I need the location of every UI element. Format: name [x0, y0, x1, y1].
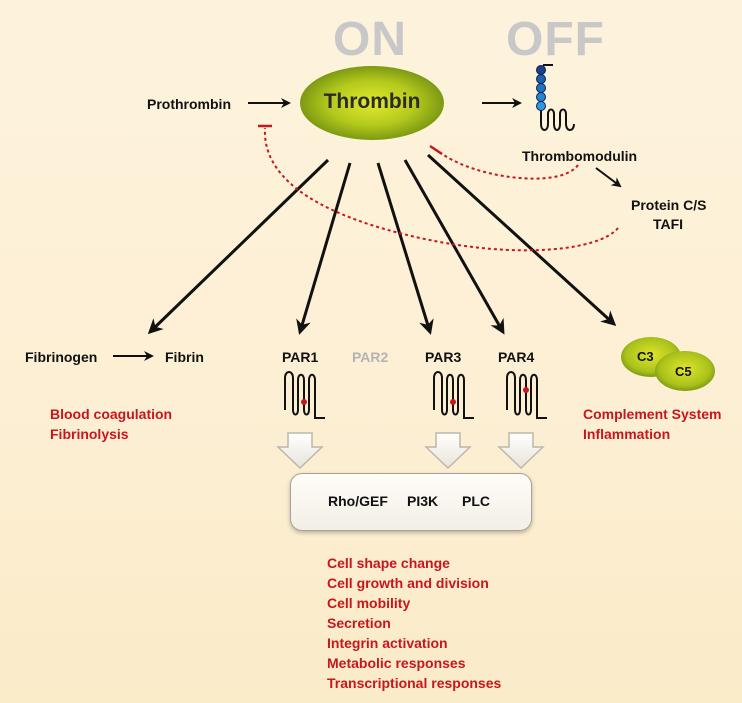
tm-transmembrane-loops — [540, 108, 575, 131]
par3-hollow-arrow — [424, 432, 472, 470]
signal-hollow-arrows — [276, 432, 545, 470]
signal-rho-gef: Rho/GEF — [328, 493, 388, 509]
cell-response-7: Transcriptional responses — [327, 675, 502, 691]
arrow-to-par1 — [296, 162, 352, 335]
thrombin-target-arrows — [147, 153, 617, 335]
c5-node — [655, 351, 715, 391]
fibrinogen-label: Fibrinogen — [25, 349, 98, 365]
par3-receptor-icon — [433, 371, 474, 419]
cell-response-1: Cell shape change — [327, 555, 450, 571]
thrombomodulin-label: Thrombomodulin — [522, 148, 638, 164]
thrombin-node — [300, 66, 444, 140]
tafi-label: TAFI — [653, 216, 684, 232]
cell-response-3: Cell mobility — [327, 595, 411, 611]
coag-outcome-1: Blood coagulation — [50, 406, 173, 422]
par4-hollow-arrow — [497, 432, 545, 470]
tafi-inhibition-line — [263, 127, 619, 252]
par2-label: PAR2 — [352, 349, 389, 365]
tm-bead — [536, 74, 546, 84]
arrow-to-par4 — [403, 159, 505, 335]
par3-label: PAR3 — [425, 349, 462, 365]
cell-response-2: Cell growth and division — [327, 575, 489, 591]
protein-cs-arrow — [595, 167, 622, 188]
arrow-to-complement — [426, 153, 617, 327]
signal-pi3k: PI3K — [407, 493, 439, 509]
tm-bead — [536, 101, 546, 111]
off-label: OFF — [506, 13, 605, 66]
cell-response-6: Metabolic responses — [327, 655, 466, 671]
coag-outcome-2: Fibrinolysis — [50, 426, 129, 442]
tm-bead — [536, 92, 546, 102]
tm-bead — [536, 83, 546, 93]
c3-label: C3 — [637, 349, 654, 364]
complement-outcome-1: Complement System — [583, 406, 722, 422]
signal-plc: PLC — [462, 493, 490, 509]
protein-cs-label: Protein C/S — [631, 197, 707, 213]
par4-label: PAR4 — [498, 349, 535, 365]
signaling-box — [290, 473, 532, 531]
on-label: ON — [333, 13, 407, 66]
c5-label: C5 — [675, 364, 692, 379]
thrombin-label: Thrombin — [323, 90, 421, 113]
thrombomodulin-inhibition-line — [436, 149, 579, 180]
par1-hollow-arrow — [276, 432, 324, 470]
par1-receptor-icon — [284, 371, 325, 419]
complement-outcome-2: Inflammation — [583, 426, 671, 442]
par1-label: PAR1 — [282, 349, 319, 365]
cell-response-5: Integrin activation — [327, 635, 448, 651]
par-receptor-icons — [284, 371, 547, 419]
thrombomodulin-molecule — [536, 64, 575, 131]
par4-receptor-icon — [506, 371, 547, 419]
cell-response-4: Secretion — [327, 615, 391, 631]
inhibition-lines — [258, 124, 619, 252]
prothrombin-label: Prothrombin — [147, 96, 231, 112]
arrow-to-fibrinogen — [147, 158, 330, 335]
fibrin-label: Fibrin — [165, 349, 204, 365]
thrombomodulin-inhibition-bar — [429, 144, 443, 156]
arrow-to-par3 — [376, 162, 434, 335]
